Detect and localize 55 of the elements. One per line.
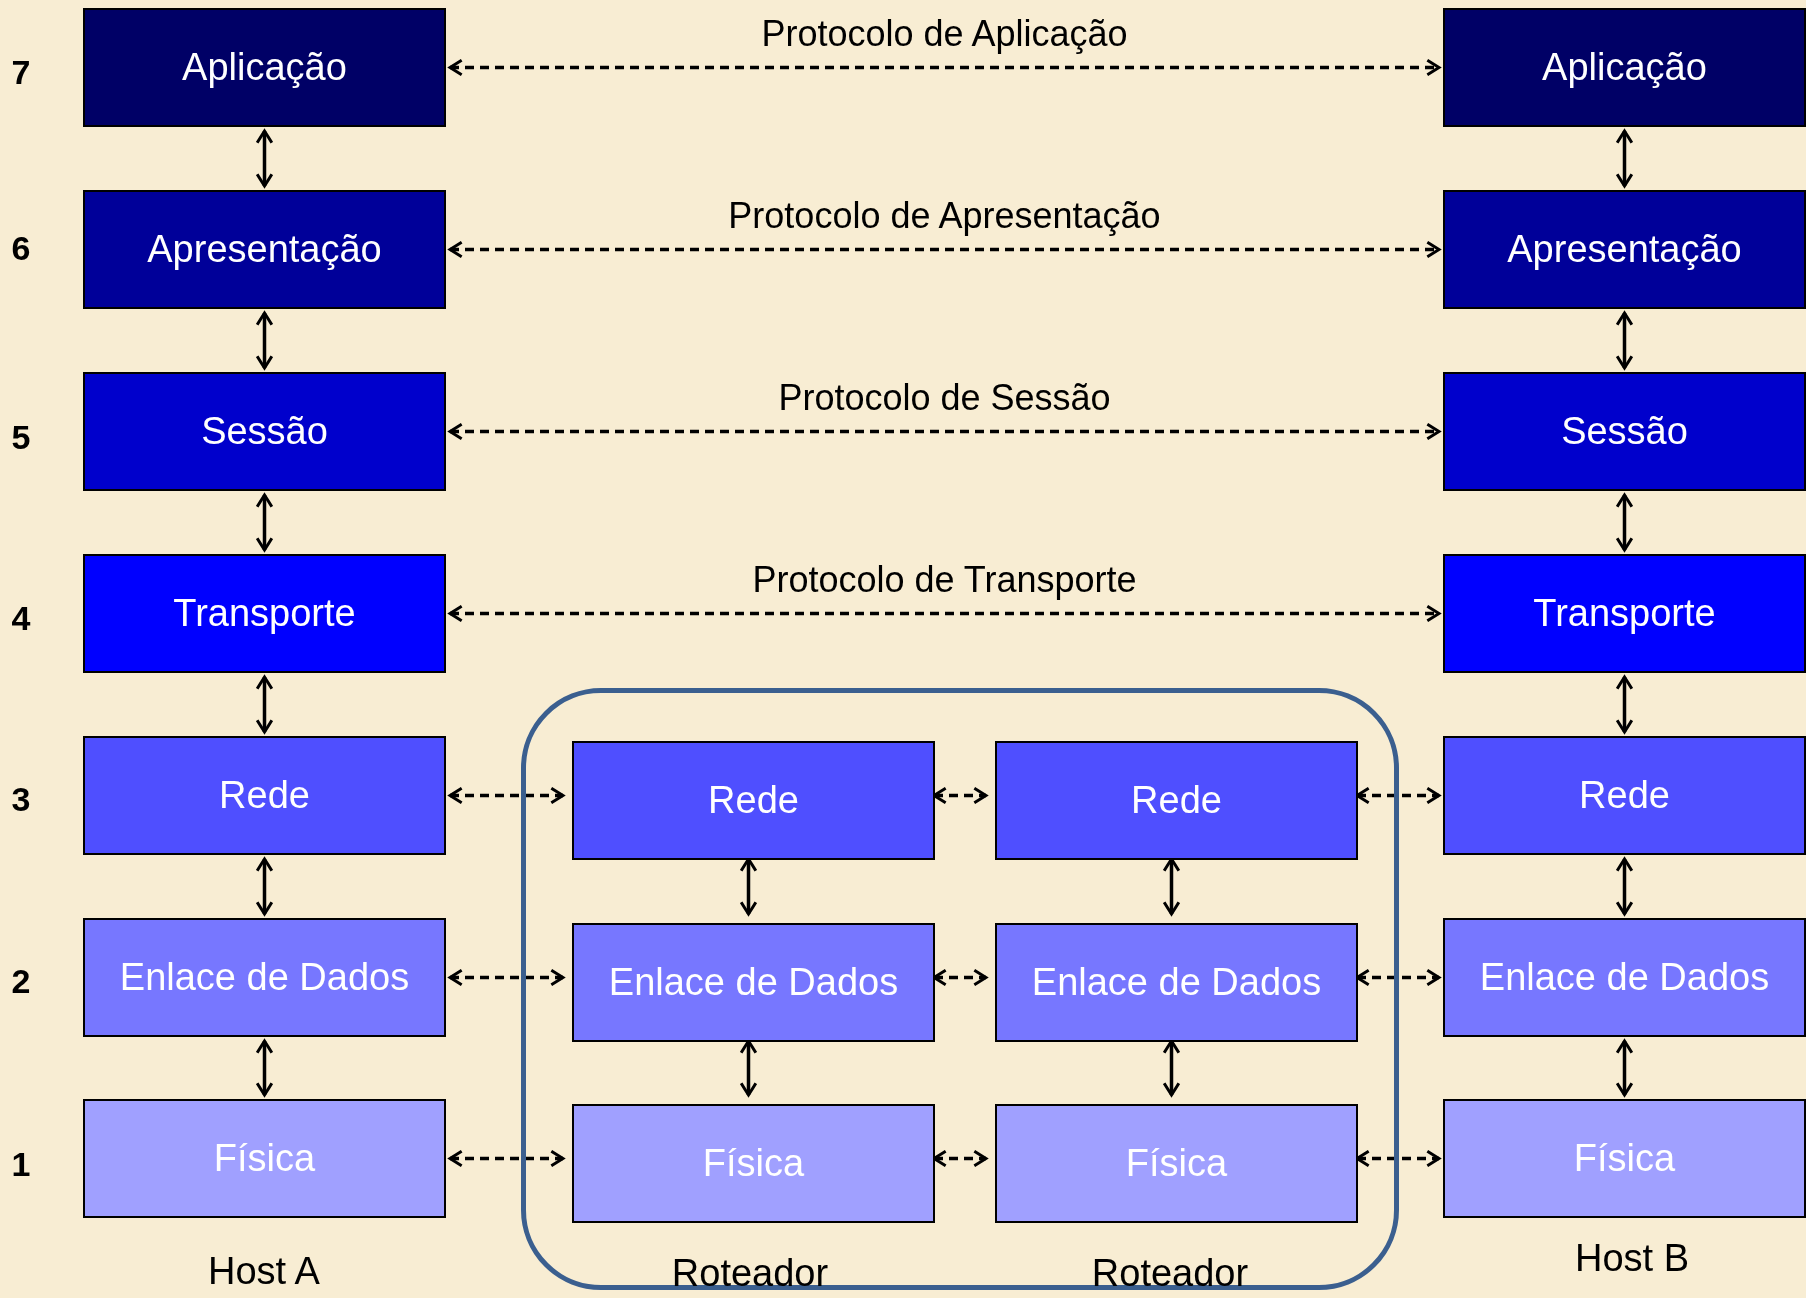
double-arrow [1615, 129, 1634, 188]
double-arrow [255, 675, 274, 734]
layer-box: Física [995, 1104, 1358, 1223]
double-arrow [448, 58, 1441, 77]
edge-label: Protocolo de Apresentação [727, 193, 1162, 238]
double-arrow [448, 604, 1441, 623]
device-label: Host B [1575, 1235, 1689, 1281]
layer-box: Transporte [83, 554, 446, 673]
double-arrow [1615, 1039, 1634, 1097]
device-label: Roteador [1091, 1250, 1249, 1296]
double-arrow [1615, 493, 1634, 552]
edge-label: Protocolo de Transporte [751, 557, 1138, 602]
layer-number: 5 [11, 416, 31, 458]
layer-box: Rede [1443, 736, 1806, 855]
double-arrow [448, 786, 565, 805]
layer-box: Rede [572, 741, 935, 860]
layer-box: Rede [83, 736, 446, 855]
layer-box: Apresentação [1443, 190, 1806, 309]
double-arrow [1615, 857, 1634, 916]
double-arrow [255, 129, 274, 188]
layer-box: Transporte [1443, 554, 1806, 673]
layer-box: Física [83, 1099, 446, 1218]
layer-box: Enlace de Dados [1443, 918, 1806, 1037]
layer-box: Física [1443, 1099, 1806, 1218]
device-label: Host A [208, 1248, 320, 1294]
double-arrow [1615, 675, 1634, 734]
double-arrow [448, 240, 1441, 259]
double-arrow [255, 857, 274, 916]
layer-number: 2 [11, 960, 31, 1002]
layer-box: Aplicação [83, 8, 446, 127]
edge-label: Protocolo de Aplicação [760, 11, 1129, 56]
layer-number: 4 [11, 597, 31, 639]
layer-box: Enlace de Dados [572, 923, 935, 1042]
layer-number: 3 [11, 778, 31, 820]
layer-box: Rede [995, 741, 1358, 860]
double-arrow [255, 311, 274, 370]
double-arrow [255, 1039, 274, 1097]
layer-box: Enlace de Dados [995, 923, 1358, 1042]
double-arrow [448, 968, 565, 987]
layer-box: Física [572, 1104, 935, 1223]
layer-number: 7 [11, 51, 31, 93]
device-label: Roteador [671, 1250, 829, 1296]
layer-number: 6 [11, 227, 31, 269]
router-enclosure [521, 688, 1399, 1290]
layer-box: Enlace de Dados [83, 918, 446, 1037]
layer-box: Aplicação [1443, 8, 1806, 127]
layer-number: 1 [11, 1143, 31, 1185]
layer-box: Sessão [83, 372, 446, 491]
edge-label: Protocolo de Sessão [777, 375, 1112, 420]
layer-box: Apresentação [83, 190, 446, 309]
double-arrow [255, 493, 274, 552]
layer-box: Sessão [1443, 372, 1806, 491]
double-arrow [1615, 311, 1634, 370]
double-arrow [448, 1149, 565, 1168]
double-arrow [448, 422, 1441, 441]
